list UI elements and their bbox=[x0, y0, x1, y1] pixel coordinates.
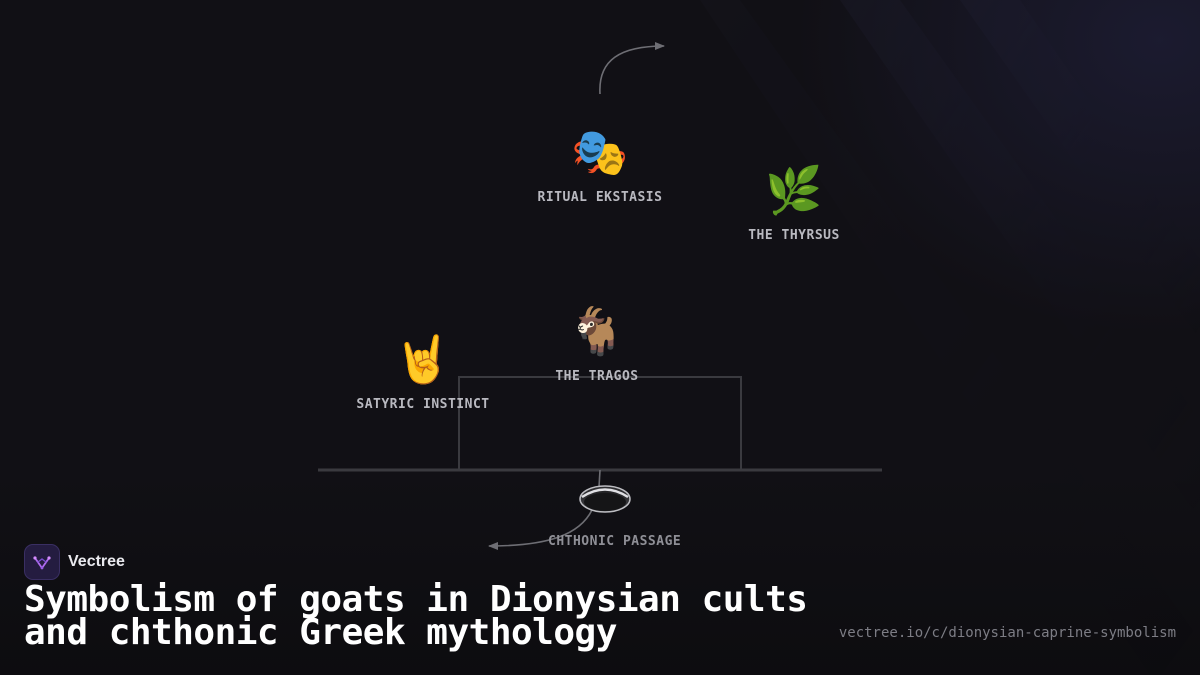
node-label: RITUAL EKSTASIS bbox=[537, 190, 663, 205]
pit-connector bbox=[598, 469, 601, 488]
goat-icon: 🐐 bbox=[568, 304, 626, 358]
pit-icon bbox=[579, 485, 631, 513]
source-url[interactable]: vectree.io/c/dionysian-caprine-symbolism bbox=[838, 625, 1176, 641]
node-label: SATYRIC INSTINCT bbox=[356, 397, 490, 412]
ascent-arrow bbox=[599, 42, 665, 95]
node-chthonic-passage-label: CHTHONIC PASSAGE bbox=[548, 534, 682, 549]
node-satyric-instinct: 🤘 SATYRIC INSTINCT bbox=[323, 331, 523, 412]
brand[interactable]: Vectree bbox=[24, 544, 125, 580]
node-label: THE THYRSUS bbox=[748, 228, 840, 243]
node-label: THE TRAGOS bbox=[555, 369, 639, 384]
node-the-tragos: 🐐 THE TRAGOS bbox=[497, 303, 697, 384]
horns-hand-icon: 🤘 bbox=[394, 332, 452, 386]
descent-arrow bbox=[488, 509, 593, 550]
node-ritual-ekstasis: 🎭 RITUAL EKSTASIS bbox=[500, 124, 700, 205]
vectree-logo-icon bbox=[24, 544, 60, 580]
page-title: Symbolism of goats in Dionysian cults an… bbox=[24, 579, 808, 653]
masks-icon: 🎭 bbox=[571, 125, 629, 179]
brand-name: Vectree bbox=[68, 553, 125, 570]
herb-icon: 🌿 bbox=[765, 163, 823, 217]
node-the-thyrsus: 🌿 THE THYRSUS bbox=[694, 162, 894, 243]
